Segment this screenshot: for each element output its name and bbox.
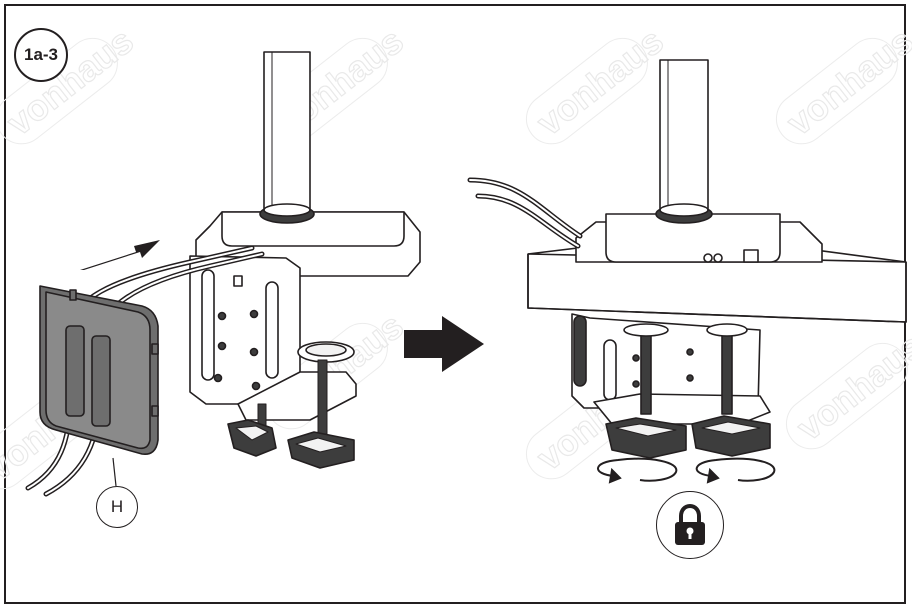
left-pole	[263, 51, 311, 213]
callout-h: H	[96, 486, 138, 528]
step-number-label: 1a-3	[23, 45, 59, 64]
right-cables	[467, 177, 583, 249]
step-number-badge: 1a-3	[14, 28, 68, 82]
watermark-text: vonhaus	[779, 20, 912, 143]
left-clamp-assembly	[189, 51, 421, 469]
watermark-text: vonhaus	[789, 325, 912, 448]
rotate-clockwise-icon	[695, 457, 776, 484]
cable-clip	[39, 285, 159, 487]
right-clamp-assembly	[527, 59, 907, 459]
arrow-right-icon	[80, 240, 160, 270]
arrow-right-icon	[404, 316, 484, 372]
watermark-text: vonhaus	[529, 20, 671, 143]
right-pole	[659, 59, 709, 211]
padlock-icon	[656, 491, 724, 559]
padlock-icon-shape	[675, 503, 705, 545]
callout-h-label: H	[110, 497, 124, 516]
rotate-clockwise-icon	[597, 457, 678, 484]
